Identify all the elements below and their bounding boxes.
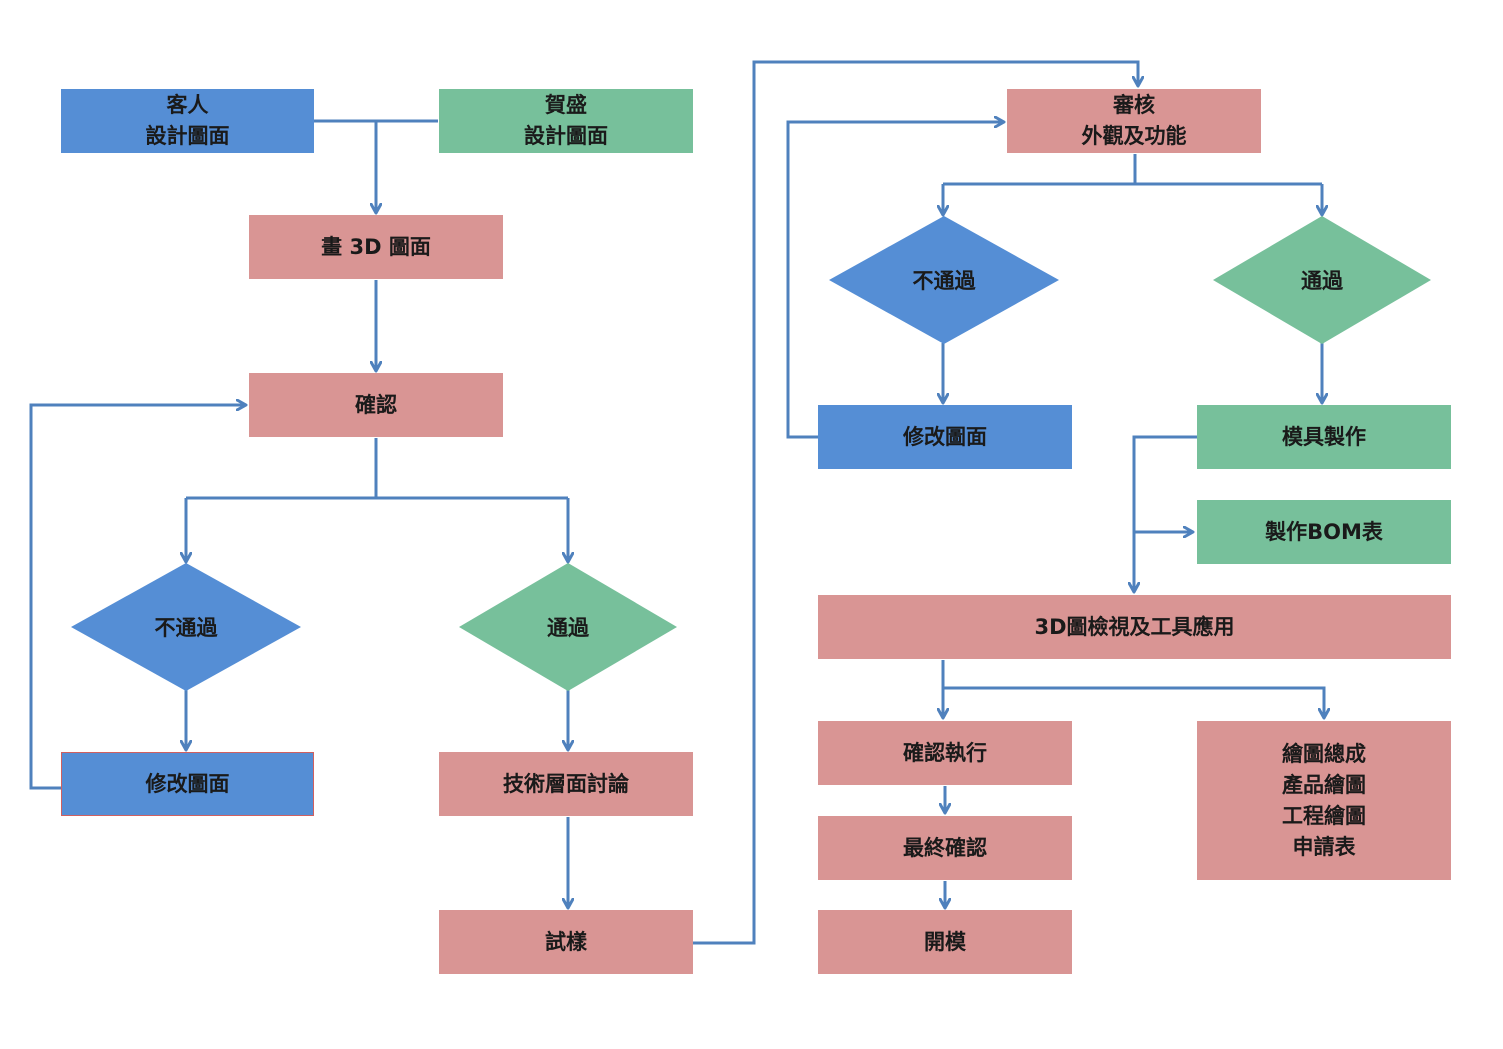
fail-left-diamond — [71, 563, 301, 691]
drawings-box: 繪圖總成 產品繪圖 工程繪圖 申請表 — [1197, 721, 1451, 880]
mold-making-label: 模具製作 — [1282, 424, 1366, 449]
pass-left-diamond — [459, 563, 677, 691]
edge-view-bar — [943, 686, 1324, 718]
customer-design-line1: 客人 — [166, 93, 209, 117]
modify-right-label: 修改圖面 — [903, 424, 987, 449]
hesheng-design-box: 賀盛 設計圖面 — [439, 89, 693, 153]
pass-right-diamond — [1213, 216, 1431, 344]
tech-discussion-label: 技術層面討論 — [503, 771, 629, 796]
open-mold-label: 開模 — [924, 929, 966, 954]
pass-left-label: 通過 — [547, 616, 589, 640]
hesheng-design-line2: 設計圖面 — [524, 124, 608, 148]
trial-box: 試樣 — [439, 910, 693, 974]
modify-left-box: 修改圖面 — [61, 752, 314, 816]
view-3d-box: 3D圖檢視及工具應用 — [818, 595, 1451, 659]
bom-box: 製作BOM表 — [1197, 500, 1451, 564]
edge-trial-to-review — [693, 60, 1138, 945]
review-line2: 外觀及功能 — [1081, 124, 1187, 148]
bom-label: 製作BOM表 — [1265, 519, 1383, 544]
pass-right-label: 通過 — [1301, 269, 1343, 293]
hesheng-design-line1: 賀盛 — [545, 93, 587, 117]
final-confirm-box: 最終確認 — [818, 816, 1072, 880]
confirm-label: 確認 — [355, 392, 397, 417]
open-mold-box: 開模 — [818, 910, 1072, 974]
drawings-line2: 產品繪圖 — [1282, 772, 1366, 797]
confirm-execute-box: 確認執行 — [818, 721, 1072, 785]
drawings-line3: 工程繪圖 — [1282, 803, 1366, 828]
review-line1: 審核 — [1113, 93, 1155, 117]
edge-mold-branch — [1134, 435, 1197, 592]
fail-left-label: 不通過 — [154, 616, 218, 640]
final-confirm-label: 最終確認 — [903, 835, 987, 860]
confirm-box: 確認 — [249, 373, 503, 437]
draw-3d-label: 畫 3D 圖面 — [321, 234, 431, 259]
trial-label: 試樣 — [545, 929, 587, 954]
modify-right-box: 修改圖面 — [818, 405, 1072, 469]
confirm-execute-label: 確認執行 — [903, 740, 987, 765]
drawings-line4: 申請表 — [1292, 834, 1356, 859]
edge-modify-loop-left — [29, 405, 246, 790]
draw-3d-box: 畫 3D 圖面 — [249, 215, 503, 279]
drawings-line1: 繪圖總成 — [1282, 741, 1366, 766]
review-box: 審核 外觀及功能 — [1007, 89, 1261, 153]
view-3d-label: 3D圖檢視及工具應用 — [1034, 614, 1235, 639]
mold-making-box: 模具製作 — [1197, 405, 1451, 469]
modify-left-label: 修改圖面 — [145, 771, 230, 796]
edge-modify-loop-right — [786, 122, 1004, 439]
customer-design-box: 客人 設計圖面 — [61, 89, 314, 153]
customer-design-line2: 設計圖面 — [145, 124, 230, 148]
fail-right-diamond — [829, 216, 1059, 344]
fail-right-label: 不通過 — [912, 269, 976, 293]
tech-discussion-box: 技術層面討論 — [439, 752, 693, 816]
